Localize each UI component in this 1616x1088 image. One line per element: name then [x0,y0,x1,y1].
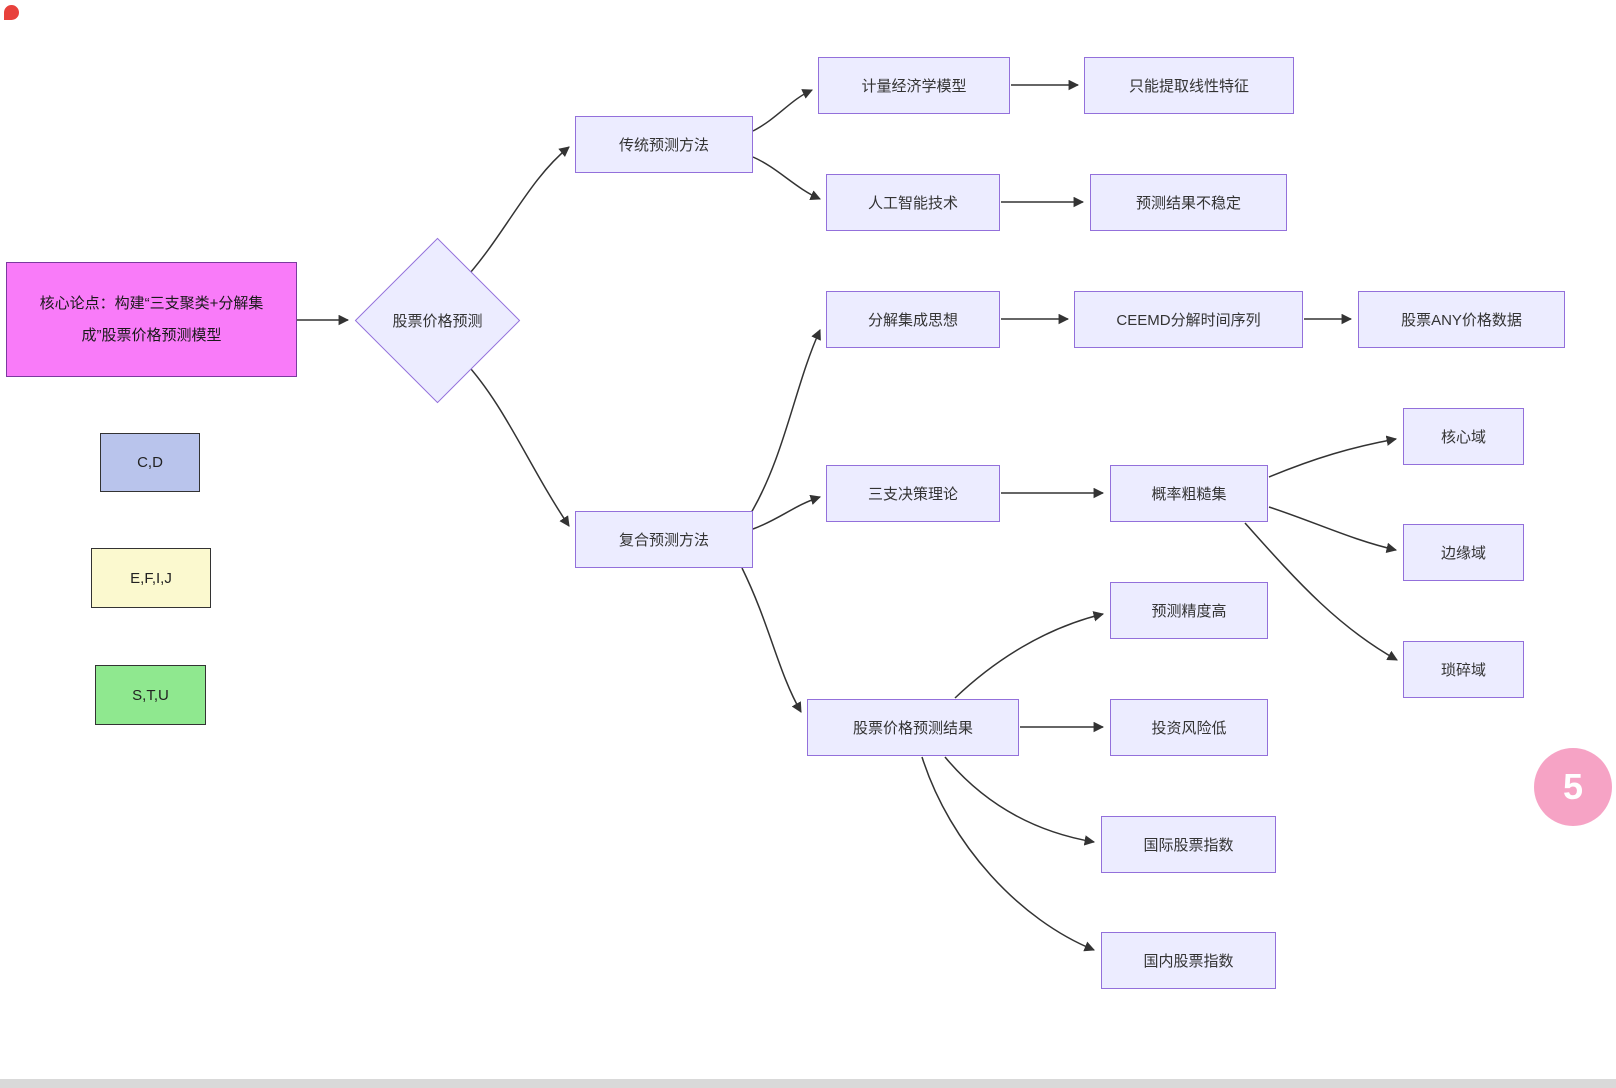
node-probabilistic-rough-set: 概率粗糙集 [1110,465,1268,522]
node-label: 核心论点：构建“三支聚类+分解集成”股票价格预测模型 [39,295,264,344]
node-label: 边缘域 [1440,545,1486,562]
edge-composite-threeway [752,494,821,530]
node-label: 人工智能技术 [867,195,958,212]
node-label: 分解集成思想 [867,312,958,329]
node-high-accuracy: 预测精度高 [1110,582,1268,639]
edge-diamond-traditional [462,146,570,282]
edge-diamond-composite [462,359,570,527]
node-label: 概率粗糙集 [1151,486,1227,503]
node-label: 复合预测方法 [618,532,709,549]
node-label: 只能提取线性特征 [1128,78,1249,95]
legend-label: S,T,U [132,686,169,704]
node-core-thesis: 核心论点：构建“三支聚类+分解集成”股票价格预测模型 [6,262,297,377]
node-low-investment-risk: 投资风险低 [1110,699,1268,756]
node-composite-method: 复合预测方法 [575,511,753,568]
node-label: 投资风险低 [1151,720,1227,737]
legend-label: E,F,I,J [130,569,172,587]
edge-composite-result [741,567,802,713]
node-prediction-results: 股票价格预测结果 [807,699,1019,756]
node-label: 股票ANY价格数据 [1401,312,1522,329]
node-core-domain: 核心域 [1403,408,1524,465]
node-any-price-data: 股票ANY价格数据 [1358,291,1565,348]
legend-label: C,D [137,454,163,471]
node-label: 国内股票指数 [1143,953,1234,970]
node-label: 传统预测方法 [618,137,709,154]
node-label: 核心域 [1440,429,1486,446]
node-international-stock-index: 国际股票指数 [1101,816,1276,873]
node-ai-technology: 人工智能技术 [826,174,1000,231]
node-label: 预测精度高 [1151,603,1227,620]
legend-item-efij: E,F,I,J [91,548,211,608]
node-trivial-domain: 琐碎域 [1403,641,1524,698]
watermark-badge[interactable]: 5 [1534,748,1612,826]
node-decomposition-ensemble: 分解集成思想 [826,291,1000,348]
node-label: 三支决策理论 [867,486,958,503]
edge-roughset-edge [1268,506,1398,554]
node-label: 琐碎域 [1440,662,1486,679]
node-econometric-model: 计量经济学模型 [818,57,1010,114]
node-domestic-stock-index: 国内股票指数 [1101,932,1276,989]
edge-result-intl [944,756,1096,846]
legend-item-cd: C,D [100,433,200,492]
node-ceemd-decomposition: CEEMD分解时间序列 [1074,291,1303,348]
node-label: 计量经济学模型 [861,78,967,95]
node-label: 股票价格预测结果 [852,720,973,737]
legend-item-stu: S,T,U [95,665,206,725]
horizontal-scrollbar[interactable] [0,1079,1616,1088]
pin-icon [4,5,19,20]
node-edge-domain: 边缘域 [1403,524,1524,581]
node-label: CEEMD分解时间序列 [1116,312,1261,329]
node-label: 国际股票指数 [1143,837,1234,854]
node-label: 股票价格预测 [392,313,483,330]
edge-traditional-econometric [752,89,813,132]
node-three-way-decision: 三支决策理论 [826,465,1000,522]
node-stock-price-prediction: 股票价格预测 [354,237,521,404]
node-linear-features-only: 只能提取线性特征 [1084,57,1294,114]
node-label: 预测结果不稳定 [1135,195,1241,212]
edge-roughset-trivial [1244,522,1398,661]
edge-roughset-core [1268,435,1398,478]
node-unstable-results: 预测结果不稳定 [1090,174,1287,231]
edge-result-highacc [954,611,1105,699]
node-traditional-method: 传统预测方法 [575,116,753,173]
edge-result-domestic [921,756,1095,952]
edge-traditional-ai [752,156,821,200]
edge-composite-decomposition [750,329,821,514]
watermark-label: 5 [1562,766,1584,807]
